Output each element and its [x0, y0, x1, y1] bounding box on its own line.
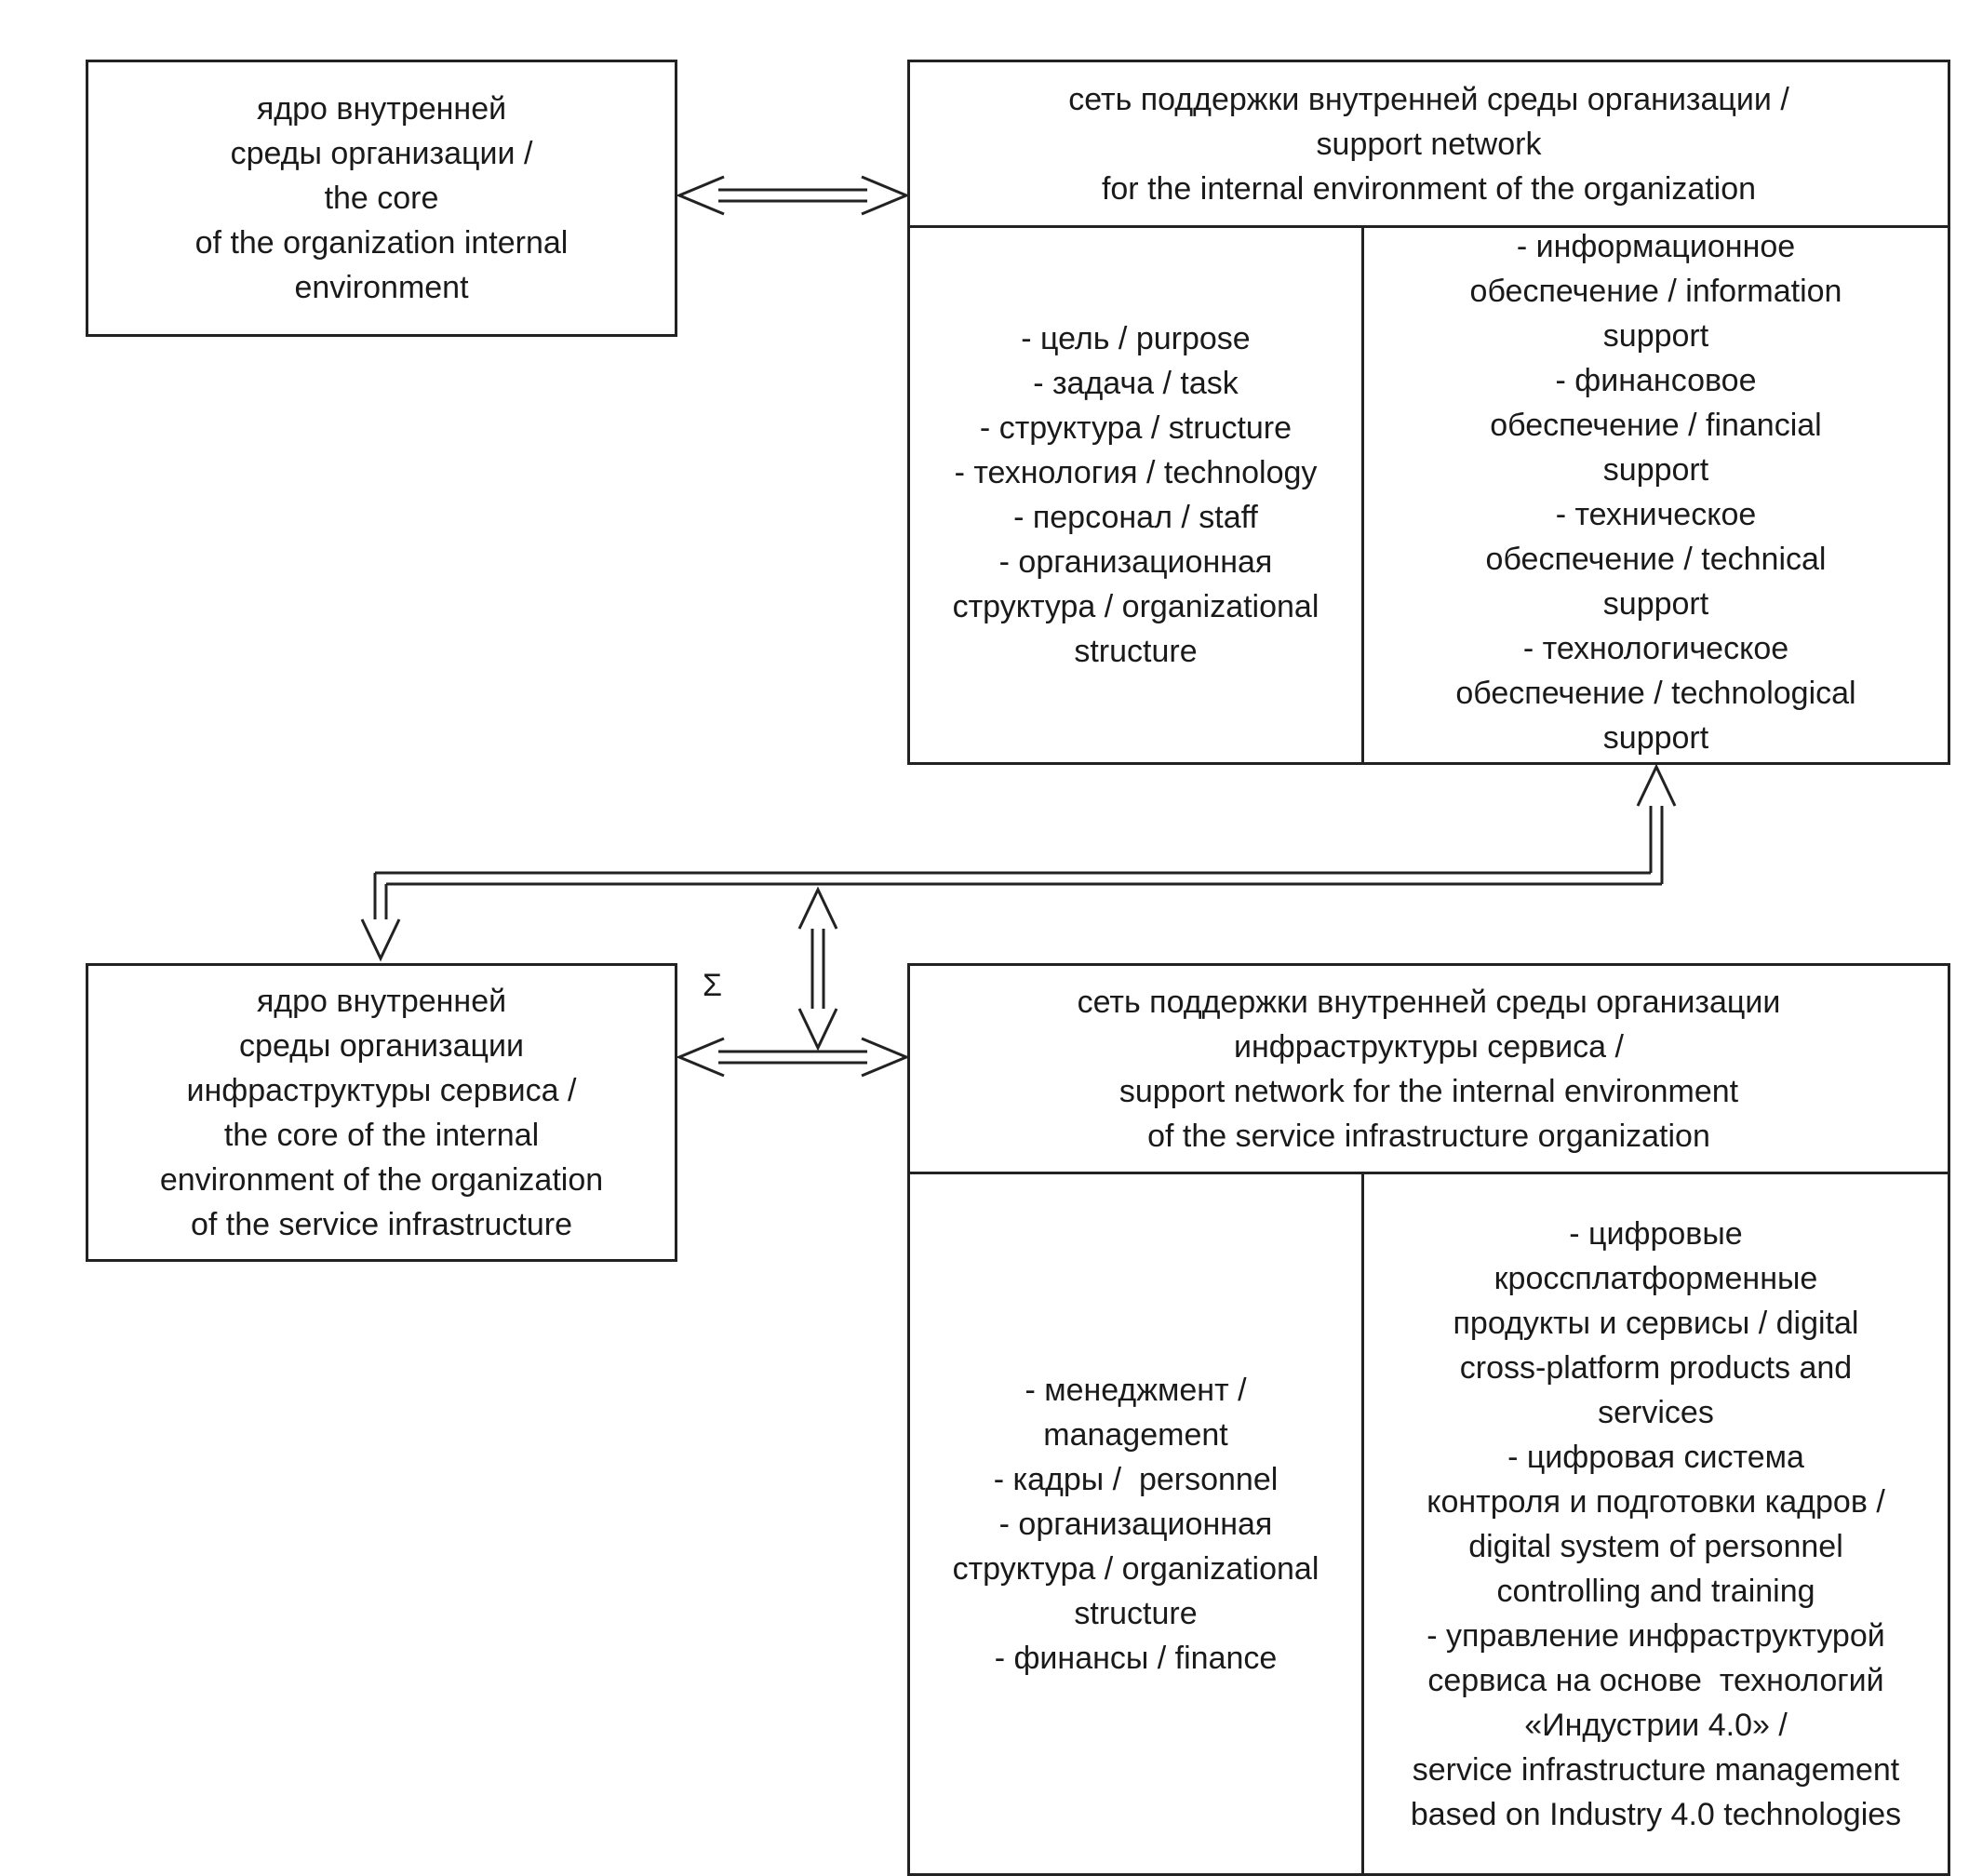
top-double-arrow: [676, 175, 910, 216]
top-support-header-cell: сеть поддержки внутренней среды организа…: [910, 62, 1948, 228]
top-support-divider: [1361, 228, 1364, 762]
bottom-support-box: сеть поддержки внутренней среды организа…: [907, 963, 1950, 1876]
bottom-support-right-list: - цифровые кроссплатформенные продукты и…: [1410, 1215, 1902, 1832]
bottom-support-divider: [1361, 1174, 1364, 1873]
top-support-header: сеть поддержки внутренней среды организа…: [1068, 81, 1789, 207]
top-support-right-cell: - информационное обеспечение / informati…: [1364, 222, 1948, 762]
top-support-left-list: - цель / purpose - задача / task - струк…: [952, 321, 1319, 669]
bottom-support-left-cell: - менеджмент / management - кадры / pers…: [910, 1174, 1361, 1873]
sigma-symbol: Σ: [703, 968, 723, 1003]
bottom-support-header-cell: сеть поддержки внутренней среды организа…: [910, 966, 1948, 1174]
top-core-text: ядро внутренней среды организации / the …: [194, 91, 569, 305]
bottom-support-left-list: - менеджмент / management - кадры / pers…: [952, 1372, 1319, 1676]
top-core-box: ядро внутренней среды организации / the …: [86, 60, 677, 337]
bottom-support-header: сеть поддержки внутренней среды организа…: [1077, 984, 1781, 1154]
bottom-double-arrow: [676, 1037, 910, 1078]
feedback-loop-arrow: [360, 763, 1677, 962]
top-support-left-cell: - цель / purpose - задача / task - струк…: [910, 228, 1361, 762]
bottom-core-text: ядро внутренней среды организации инфрас…: [159, 983, 604, 1242]
bottom-core-box: ядро внутренней среды организации инфрас…: [86, 963, 677, 1262]
middle-vertical-arrow: [797, 886, 838, 1052]
bottom-support-right-cell: - цифровые кроссплатформенные продукты и…: [1364, 1174, 1948, 1873]
top-support-box: сеть поддержки внутренней среды организа…: [907, 60, 1950, 765]
top-support-right-list: - информационное обеспечение / informati…: [1455, 229, 1856, 756]
